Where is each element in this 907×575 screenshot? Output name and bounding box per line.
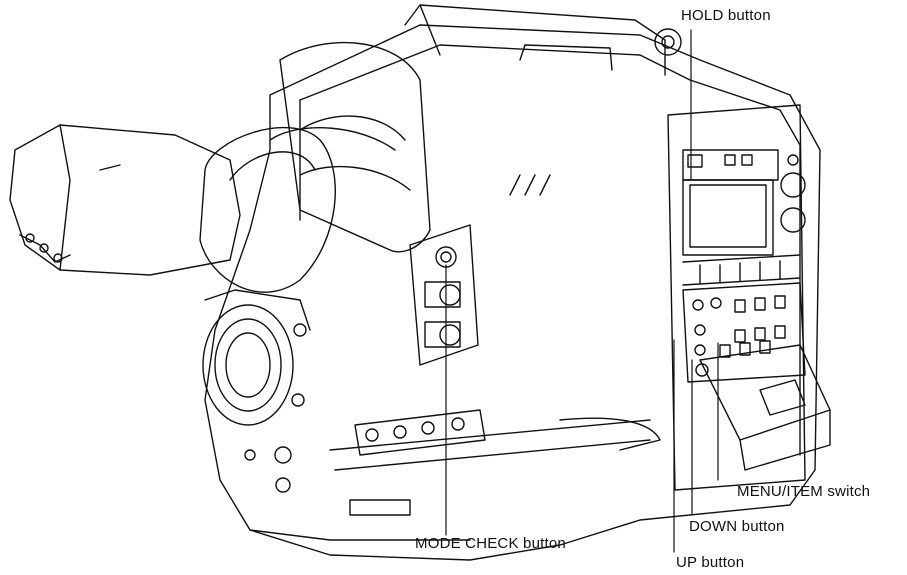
lcd-panel — [682, 149, 806, 286]
side-control-panel — [409, 174, 551, 366]
battery-box — [699, 344, 831, 471]
mode-check-button-label: MODE CHECK button — [415, 535, 566, 552]
menu-switch-block — [682, 282, 806, 383]
shoulder-pad — [559, 417, 661, 451]
viewfinder — [9, 124, 336, 293]
viewfinder-tube — [269, 41, 431, 253]
hold-button-label: HOLD button — [681, 7, 771, 24]
carry-handle — [404, 4, 682, 76]
up-button-label: UP button — [676, 554, 745, 571]
callout-lines — [445, 29, 719, 553]
down-button-label: DOWN button — [689, 518, 785, 535]
camera-body — [204, 24, 821, 561]
lens-mount — [202, 289, 311, 493]
lower-button-row — [349, 409, 486, 516]
menu-item-switch-label: MENU/ITEM switch — [737, 483, 871, 500]
